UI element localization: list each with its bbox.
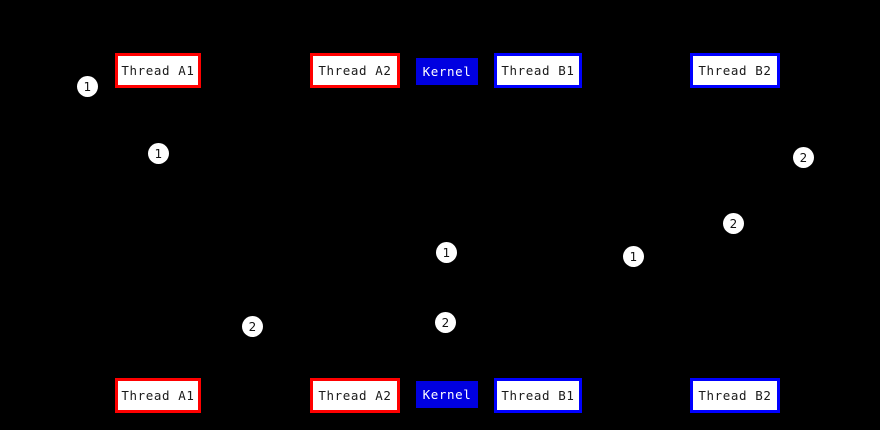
thread-a2-label: Thread A2 xyxy=(318,388,392,403)
marker-a1-low-2: 2 xyxy=(242,316,263,337)
kernel-head[interactable]: Kernel xyxy=(416,58,478,85)
thread-a1-head[interactable]: Thread A1 xyxy=(115,53,201,88)
marker-kernel-2: 2 xyxy=(435,312,456,333)
lifeline-thread-a2 xyxy=(355,88,356,378)
marker-a1-mid-1: 1 xyxy=(148,143,169,164)
msg-kernel-to-b2-2 xyxy=(447,163,736,254)
kernel-label: Kernel xyxy=(422,387,472,402)
kernel-foot[interactable]: Kernel xyxy=(416,381,478,408)
thread-b1-head[interactable]: Thread B1 xyxy=(494,53,582,88)
marker-a1-left-1: 1 xyxy=(77,76,98,97)
marker-kernel-1: 1 xyxy=(436,242,457,263)
msg-b2-to-kernel-2 xyxy=(446,232,735,323)
lifeline-thread-b1 xyxy=(538,88,539,378)
marker-b2-lower-2: 2 xyxy=(723,213,744,234)
thread-a2-foot[interactable]: Thread A2 xyxy=(310,378,400,413)
thread-b1-label: Thread B1 xyxy=(501,388,575,403)
msg-kernel-to-a1-1 xyxy=(158,232,448,323)
thread-a2-label: Thread A2 xyxy=(318,63,392,78)
thread-b2-foot[interactable]: Thread B2 xyxy=(690,378,780,413)
lifeline-kernel xyxy=(447,85,448,381)
thread-a2-head[interactable]: Thread A2 xyxy=(310,53,400,88)
thread-b2-head[interactable]: Thread B2 xyxy=(690,53,780,88)
marker-b2-upper-2: 2 xyxy=(793,147,814,168)
thread-a1-foot[interactable]: Thread A1 xyxy=(115,378,201,413)
thread-b1-foot[interactable]: Thread B1 xyxy=(494,378,582,413)
thread-b2-label: Thread B2 xyxy=(698,388,772,403)
msg-a1-to-kernel-1 xyxy=(157,163,447,254)
thread-a1-label: Thread A1 xyxy=(121,388,195,403)
msg-a1-mid xyxy=(157,163,262,327)
thread-b2-label: Thread B2 xyxy=(698,63,772,78)
thread-b1-label: Thread B1 xyxy=(501,63,575,78)
marker-b1-1: 1 xyxy=(623,246,644,267)
thread-a1-label: Thread A1 xyxy=(121,63,195,78)
kernel-label: Kernel xyxy=(422,64,472,79)
